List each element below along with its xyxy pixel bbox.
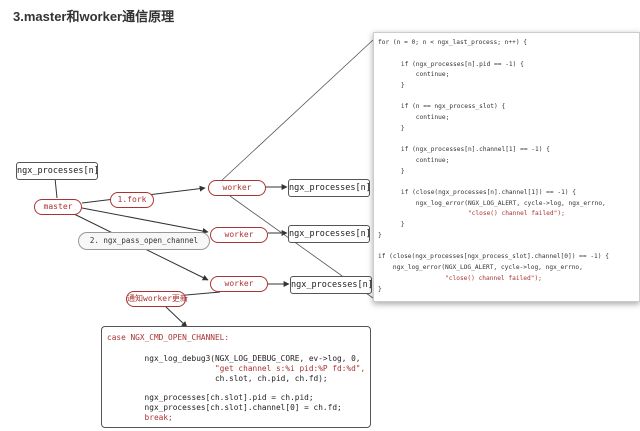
node-ngx-processes-2: ngx_processes[n] [288,225,371,243]
code-line: continue; [386,114,450,121]
label-pass-open-channel: 2. ngx_pass_open_channel [78,232,210,250]
code-panel-open-channel: case NGX_CMD_OPEN_CHANNEL: ngx_log_debug… [101,326,371,428]
code-line: if (close(ngx_processes[ngx_process_slot… [378,253,609,260]
code-line: for (n = 0; n < ngx_last_process; n++) { [378,39,528,46]
edge-master-to-worker2 [81,207,209,234]
edge-processes-to-master [54,177,58,199]
label-fork: 1.fork [110,192,154,208]
code-line: ch.slot, ch.pid, ch.fd); [107,374,328,383]
code-line: ngx_log_error(NGX_LOG_ALERT, cycle->log,… [386,200,606,207]
code-line: if (ngx_processes[n].pid == -1) { [386,61,524,68]
node-worker-3: worker [210,276,268,292]
node-ngx-processes-1: ngx_processes[n] [288,179,371,197]
node-ngx-processes-top: ngx_processes[n] [16,162,99,180]
code-line: ngx_processes[ch.slot].pid = ch.pid; [107,393,314,402]
code-line: } [386,125,405,132]
edge-callout-top [219,39,374,183]
code-line: continue; [386,157,450,164]
code-line: "get channel s:%i pid:%P fd:%d", [107,364,366,373]
code-line: continue; [386,71,450,78]
code-line: ngx_processes[ch.slot].channel[0] = ch.f… [107,403,342,412]
code-line: ngx_log_debug3(NGX_LOG_DEBUG_CORE, ev->l… [107,354,361,363]
code-line: if (close(ngx_processes[n].channel[1]) =… [386,189,576,196]
code-panel-close-channels: for (n = 0; n < ngx_last_process; n++) {… [373,32,640,302]
node-master: master [34,199,82,215]
code-line: } [386,168,405,175]
code-line: "close() channel failed"); [386,210,565,217]
code-line: case NGX_CMD_OPEN_CHANNEL: [107,333,230,342]
node-worker-1: worker [208,180,266,196]
code-line: } [378,286,382,293]
code-line: if (ngx_processes[n].channel[1] == -1) { [386,146,550,153]
code-line: } [378,232,382,239]
edge-notify-to-code [164,305,188,328]
code-line: } [386,221,405,228]
code-line: "close() channel failed"); [378,275,542,282]
code-line: break; [107,413,173,422]
code-line: } [386,82,405,89]
code-line: ngx_log_error(NGX_LOG_ALERT, cycle->log,… [378,264,583,271]
label-notify-worker: 通知worker更新 [126,291,188,307]
code-line: if (n == ngx_process_slot) { [386,103,506,110]
page-title: 3.master和worker通信原理 [13,9,175,24]
node-ngx-processes-3: ngx_processes[n] [290,276,373,294]
node-worker-2: worker [210,227,268,243]
